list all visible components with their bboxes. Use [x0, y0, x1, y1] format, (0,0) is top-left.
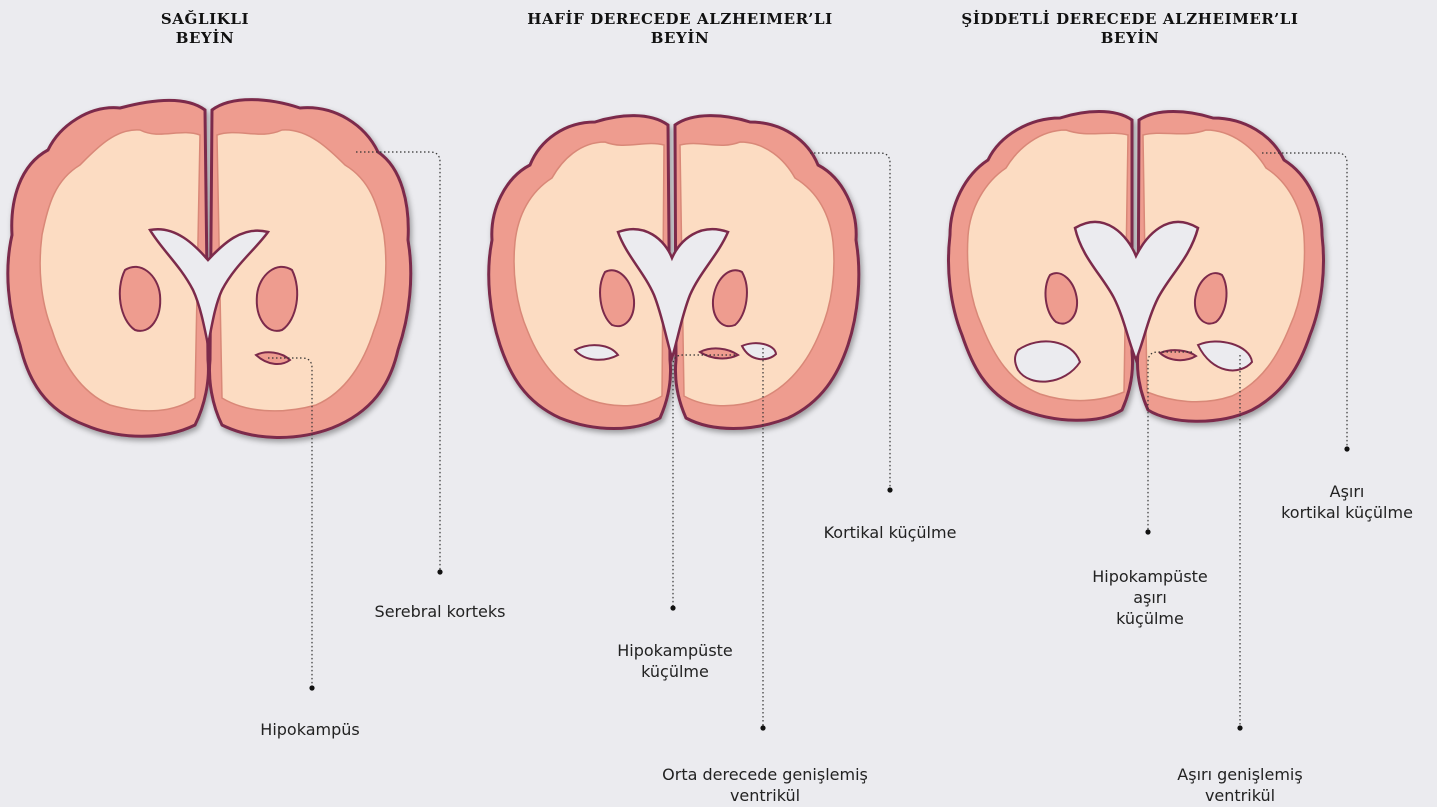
serebral-korteks-label: Serebral korteks: [345, 601, 535, 622]
asiri-kortikal-kuculme-line-1: Aşırı: [1262, 481, 1432, 502]
asiri-kortikal-kuculme-label: Aşırı kortikal küçülme: [1262, 481, 1432, 523]
healthy-hippocampus-dot: [309, 685, 314, 690]
hipokampuste-asiri-kuculme-label: Hipokampüste aşırı küçülme: [1065, 566, 1235, 629]
hipokampus-line-1: Hipokampüs: [215, 719, 405, 740]
hipokampuste-kuculme-line-1: Hipokampüste: [585, 640, 765, 661]
hipokampuste-asiri-kuculme-line-3: küçülme: [1065, 608, 1235, 629]
hipokampuste-asiri-kuculme-line-1: Hipokampüste: [1065, 566, 1235, 587]
hipokampuste-kuculme-label: Hipokampüste küçülme: [585, 640, 765, 682]
hipokampuste-asiri-kuculme-line-2: aşırı: [1065, 587, 1235, 608]
serebral-korteks-line-1: Serebral korteks: [345, 601, 535, 622]
kortikal-kuculme-label: Kortikal küçülme: [795, 522, 985, 543]
hipokampus-label: Hipokampüs: [215, 719, 405, 740]
asiri-kortikal-kuculme-line-2: kortikal küçülme: [1262, 502, 1432, 523]
severe-ventricle-dot: [1237, 725, 1242, 730]
orta-genislemis-ventrikul-line-2: ventrikül: [620, 785, 910, 806]
asiri-genislemis-ventrikul-line-2: ventrikül: [1155, 785, 1325, 806]
asiri-genislemis-ventrikul-line-1: Aşırı genişlemiş: [1155, 764, 1325, 785]
severe-alzheimer-brain-drawing: [949, 112, 1324, 422]
kortikal-kuculme-line-1: Kortikal küçülme: [795, 522, 985, 543]
healthy-brain-drawing: [8, 100, 411, 438]
mild-ventricle-dot: [760, 725, 765, 730]
orta-genislemis-ventrikul-line-1: Orta derecede genişlemiş: [620, 764, 910, 785]
orta-genislemis-ventrikul-label: Orta derecede genişlemiş ventrikül: [620, 764, 910, 806]
severe-hippocampus-dot: [1145, 529, 1150, 534]
healthy-cortex-dot: [437, 569, 442, 574]
mild-alzheimer-brain-drawing: [489, 116, 859, 429]
severe-cortex-dot: [1344, 446, 1349, 451]
asiri-genislemis-ventrikul-label: Aşırı genişlemiş ventrikül: [1155, 764, 1325, 806]
hipokampuste-kuculme-line-2: küçülme: [585, 661, 765, 682]
mild-cortex-dot: [887, 487, 892, 492]
mild-hippocampus-dot: [670, 605, 675, 610]
